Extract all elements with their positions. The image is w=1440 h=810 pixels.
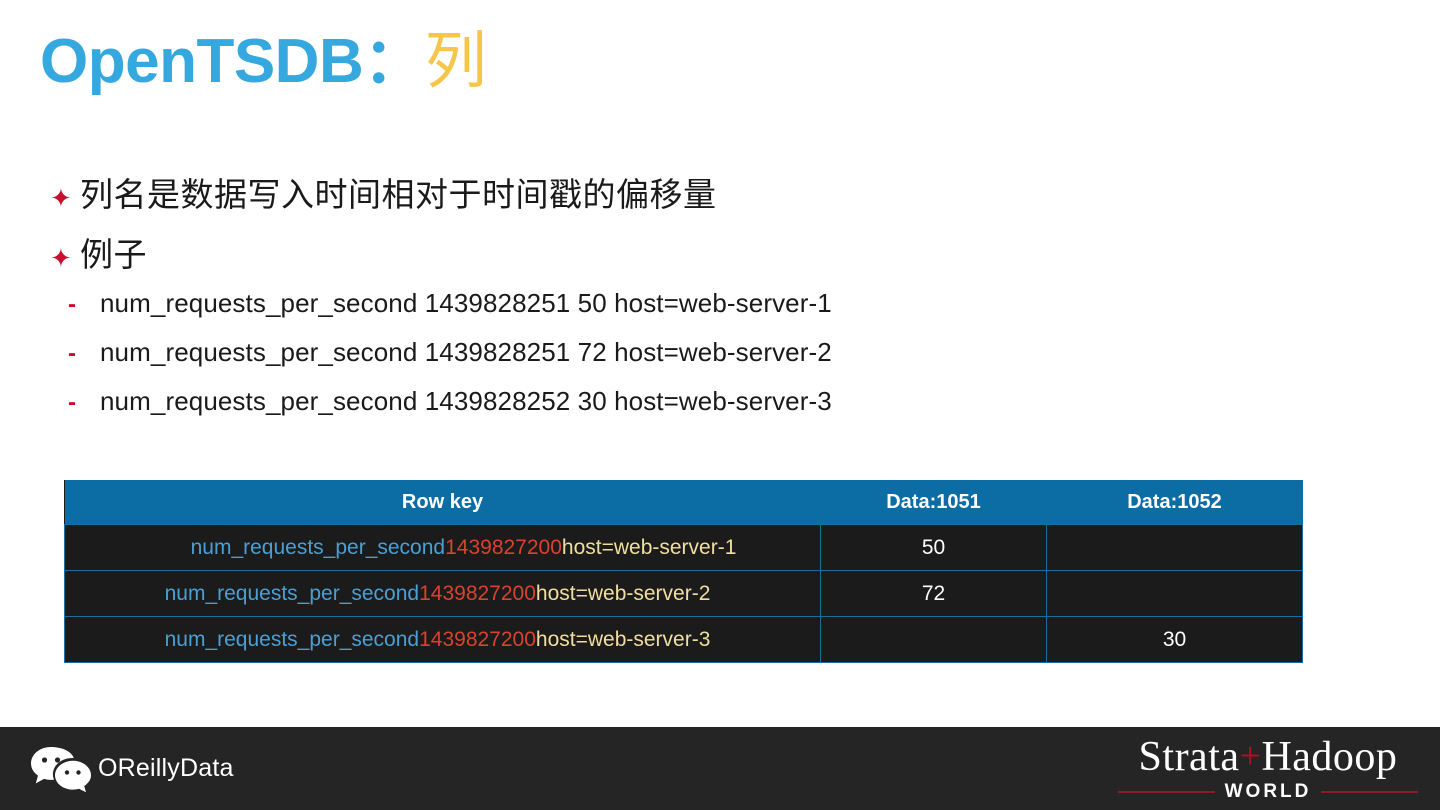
footer-brand-label: OReillyData — [98, 754, 234, 782]
table-row: num_requests_per_second1439827200host=we… — [64, 570, 1303, 617]
sub-bullet-label: num_requests_per_second 1439828251 72 ho… — [100, 337, 832, 367]
list-item: - num_requests_per_second 1439828251 72 … — [68, 337, 1408, 368]
column-header-row-key: Row key — [64, 480, 821, 525]
divider-right — [1321, 791, 1419, 794]
column-header-data-1051: Data:1051 — [820, 480, 1047, 525]
divider-left — [1118, 791, 1215, 794]
cell-data-1052: 30 — [1046, 616, 1303, 663]
bullet-list: ✦ 列名是数据写入时间相对于时间戳的偏移量 ✦ 例子 — [50, 168, 1390, 288]
wechat-icon — [31, 747, 91, 793]
strata-logo-subtitle: WORLD — [1224, 781, 1312, 803]
strata-logo-subtitle-row: WORLD — [1118, 781, 1419, 803]
strata-hadoop-logo: Strata+Hadoop WORLD — [1118, 735, 1419, 803]
list-item: - num_requests_per_second 1439828251 50 … — [68, 288, 1408, 319]
cell-data-1051 — [820, 616, 1047, 663]
cell-row-key: num_requests_per_second1439827200host=we… — [64, 570, 821, 617]
cell-row-key: num_requests_per_second1439827200host=we… — [64, 616, 821, 663]
rowkey-timestamp: 1439827200 — [445, 535, 562, 559]
table-row: num_requests_per_second1439827200host=we… — [64, 524, 1303, 571]
rowkey-timestamp: 1439827200 — [419, 581, 536, 605]
sub-bullet-label: num_requests_per_second 1439828252 30 ho… — [100, 386, 832, 416]
strata-logo-plus-icon: + — [1239, 735, 1262, 777]
rowkey-tag: host=web-server-1 — [561, 535, 737, 559]
dash-bullet-icon: - — [68, 340, 76, 367]
dash-bullet-icon: - — [68, 291, 76, 318]
cell-data-1051: 72 — [820, 570, 1047, 617]
rowkey-metric: num_requests_per_second — [164, 627, 420, 651]
star-bullet-icon: ✦ — [50, 243, 72, 273]
strata-logo-wordmark: Strata+Hadoop — [1118, 735, 1418, 779]
dash-bullet-icon: - — [68, 389, 76, 416]
rowkey-tag: host=web-server-2 — [535, 581, 711, 605]
title-colon: ： — [363, 27, 425, 96]
list-item: ✦ 列名是数据写入时间相对于时间戳的偏移量 — [50, 168, 1390, 216]
cell-data-1051: 50 — [820, 524, 1047, 571]
bullet-label: 列名是数据写入时间相对于时间戳的偏移量 — [80, 176, 717, 213]
title-main-text: OpenTSDB — [40, 27, 364, 96]
rowkey-timestamp: 1439827200 — [419, 627, 536, 651]
sub-bullet-list: - num_requests_per_second 1439828251 50 … — [68, 288, 1408, 435]
strata-logo-part2: Hadoop — [1261, 734, 1398, 780]
table-header-row: Row key Data:1051 Data:1052 — [64, 480, 1303, 525]
strata-logo-part1: Strata — [1138, 734, 1240, 780]
cell-data-1052 — [1046, 570, 1303, 617]
footer-bar: OReillyData Strata+Hadoop WORLD — [0, 727, 1440, 810]
rowkey-metric: num_requests_per_second — [164, 581, 420, 605]
column-header-data-1052: Data:1052 — [1046, 480, 1303, 525]
bullet-label: 例子 — [80, 236, 147, 273]
list-item: ✦ 例子 — [50, 228, 1390, 276]
rowkey-tag: host=web-server-3 — [535, 627, 711, 651]
page-title: OpenTSDB：列 — [40, 27, 487, 96]
title-accent-text: 列 — [424, 27, 487, 96]
cell-row-key: num_requests_per_second1439827200host=we… — [64, 524, 821, 571]
star-bullet-icon: ✦ — [50, 183, 72, 213]
cell-data-1052 — [1046, 524, 1303, 571]
rowkey-metric: num_requests_per_second — [190, 535, 446, 559]
rowkey-table: Row key Data:1051 Data:1052 num_requests… — [64, 480, 1303, 663]
sub-bullet-label: num_requests_per_second 1439828251 50 ho… — [100, 288, 832, 318]
list-item: - num_requests_per_second 1439828252 30 … — [68, 386, 1408, 417]
table-row: num_requests_per_second1439827200host=we… — [64, 616, 1303, 663]
